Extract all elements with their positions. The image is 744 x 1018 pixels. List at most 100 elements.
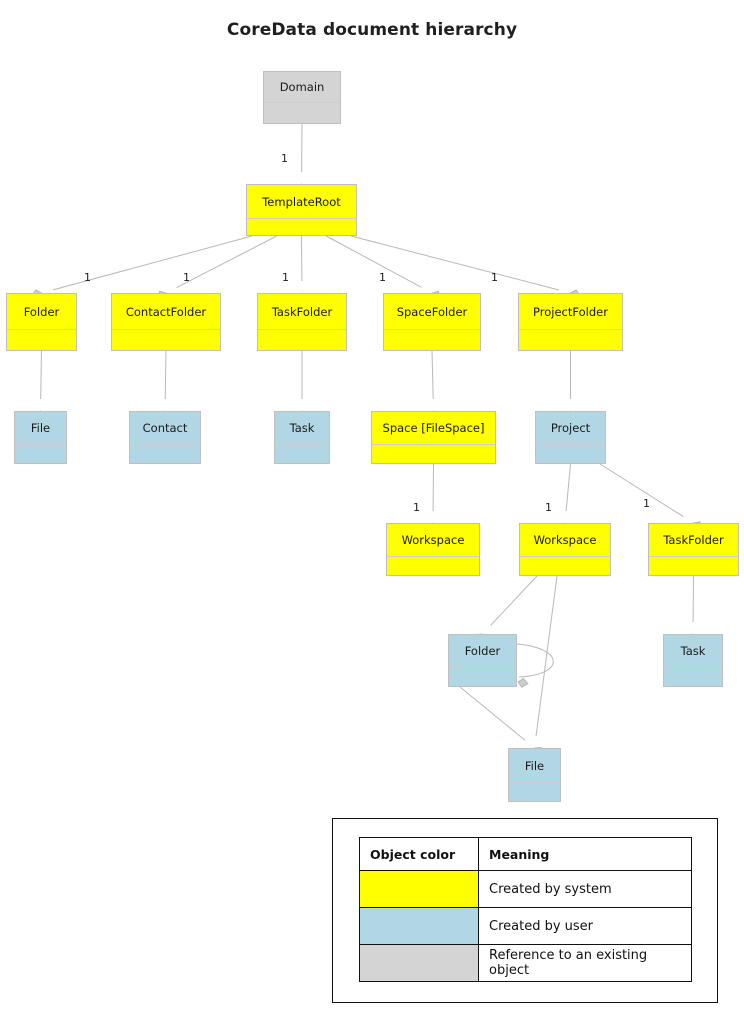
legend-row: Reference to an existing object bbox=[359, 944, 692, 982]
node-workspace2[interactable]: Workspace bbox=[519, 523, 611, 576]
node-folder1[interactable]: Folder bbox=[6, 293, 77, 351]
legend-row: Created by system bbox=[359, 870, 692, 908]
legend-header-color: Object color bbox=[359, 837, 479, 871]
node-space[interactable]: Space [FileSpace] bbox=[371, 411, 496, 464]
node-compartment-divider bbox=[258, 329, 346, 330]
edge-multiplicity-label: 1 bbox=[282, 271, 289, 284]
node-attribute-compartment bbox=[247, 219, 356, 235]
edge-folder1-to-file1 bbox=[40, 350, 42, 400]
edge-folder2-to-file2 bbox=[459, 686, 526, 741]
edge-multiplicity-label: 1 bbox=[491, 271, 498, 284]
edge-contactfolder-to-contact bbox=[164, 350, 167, 400]
node-label: Task bbox=[289, 421, 315, 435]
node-attribute-compartment bbox=[130, 445, 200, 463]
node-label: ContactFolder bbox=[125, 304, 207, 319]
node-attribute-compartment bbox=[112, 330, 220, 350]
node-compartment-divider bbox=[536, 444, 605, 445]
node-task2[interactable]: Task bbox=[663, 634, 723, 687]
node-attribute-compartment bbox=[509, 783, 560, 801]
edge-project-to-workspace2 bbox=[565, 463, 571, 512]
node-compartment-divider bbox=[387, 556, 479, 557]
node-compartment-divider bbox=[649, 556, 738, 557]
node-attribute-compartment bbox=[372, 445, 495, 463]
node-attribute-compartment bbox=[275, 445, 329, 463]
node-compartment-divider bbox=[112, 329, 220, 330]
node-compartment-divider bbox=[247, 218, 356, 219]
edge-multiplicity-label: 1 bbox=[643, 497, 650, 510]
node-attribute-compartment bbox=[664, 668, 722, 686]
node-attribute-compartment bbox=[519, 330, 622, 350]
edge-multiplicity-label: 1 bbox=[281, 152, 288, 165]
node-attribute-compartment bbox=[536, 445, 605, 463]
edge-project-to-taskfolder2 bbox=[599, 463, 684, 518]
node-taskfolder2[interactable]: TaskFolder bbox=[648, 523, 739, 576]
node-project[interactable]: Project bbox=[535, 411, 606, 464]
legend-color-swatch-user bbox=[359, 907, 479, 945]
node-label: File bbox=[30, 421, 51, 435]
page-title: CoreData document hierarchy bbox=[226, 20, 518, 40]
node-label: Contact bbox=[142, 421, 188, 435]
node-compartment-divider bbox=[7, 329, 76, 330]
node-label: Folder bbox=[464, 644, 501, 658]
node-compartment-divider bbox=[275, 444, 329, 445]
node-compartment-divider bbox=[15, 444, 66, 445]
node-folder2[interactable]: Folder bbox=[448, 634, 517, 687]
legend-header-meaning: Meaning bbox=[478, 837, 692, 871]
legend-color-swatch-system bbox=[359, 870, 479, 908]
node-label: ProjectFolder bbox=[533, 304, 608, 319]
node-workspace1[interactable]: Workspace bbox=[386, 523, 480, 576]
node-attribute-compartment bbox=[264, 103, 340, 123]
node-contact[interactable]: Contact bbox=[129, 411, 201, 464]
node-label: Workspace bbox=[533, 533, 597, 547]
legend-meaning-text: Created by system bbox=[478, 870, 692, 908]
node-compartment-divider bbox=[449, 667, 516, 668]
edge-folder2-to-folder2-diamond bbox=[517, 677, 529, 688]
node-label: File bbox=[524, 758, 545, 773]
node-label: SpaceFolder bbox=[396, 304, 468, 319]
node-compartment-divider bbox=[509, 782, 560, 783]
node-taskfolder1[interactable]: TaskFolder bbox=[257, 293, 347, 351]
node-label: TaskFolder bbox=[663, 533, 724, 547]
edge-multiplicity-label: 1 bbox=[379, 271, 386, 284]
edge-folder2-to-folder2 bbox=[516, 643, 554, 678]
edge-multiplicity-label: 1 bbox=[183, 271, 190, 284]
legend-row: Created by user bbox=[359, 907, 692, 945]
node-task1[interactable]: Task bbox=[274, 411, 330, 464]
node-attribute-compartment bbox=[387, 557, 479, 575]
node-templateroot[interactable]: TemplateRoot bbox=[246, 184, 357, 236]
node-file1[interactable]: File bbox=[14, 411, 67, 464]
node-domain[interactable]: Domain bbox=[263, 71, 341, 124]
node-attribute-compartment bbox=[649, 557, 738, 575]
node-compartment-divider bbox=[130, 444, 200, 445]
node-attribute-compartment bbox=[7, 330, 76, 350]
node-spacefolder[interactable]: SpaceFolder bbox=[383, 293, 481, 351]
legend-color-swatch-reference bbox=[359, 944, 479, 982]
node-attribute-compartment bbox=[15, 445, 66, 463]
legend-header-row: Object color Meaning bbox=[359, 837, 692, 871]
edge-templateroot-to-contactfolder bbox=[176, 235, 277, 288]
edge-multiplicity-label: 1 bbox=[84, 271, 91, 284]
edge-multiplicity-label: 1 bbox=[413, 501, 420, 514]
node-projectfolder[interactable]: ProjectFolder bbox=[518, 293, 623, 351]
node-file2[interactable]: File bbox=[508, 748, 561, 802]
node-compartment-divider bbox=[519, 329, 622, 330]
node-label: Workspace bbox=[401, 533, 465, 547]
edge-templateroot-to-spacefolder bbox=[326, 235, 422, 288]
node-compartment-divider bbox=[384, 329, 480, 330]
node-contactfolder[interactable]: ContactFolder bbox=[111, 293, 221, 351]
node-label: Project bbox=[550, 421, 591, 435]
node-label: Task bbox=[680, 644, 706, 658]
node-attribute-compartment bbox=[258, 330, 346, 350]
node-label: Domain bbox=[279, 80, 325, 94]
node-compartment-divider bbox=[372, 444, 495, 445]
legend-meaning-text: Reference to an existing object bbox=[478, 944, 692, 982]
node-compartment-divider bbox=[264, 102, 340, 103]
edge-templateroot-to-folder1 bbox=[52, 235, 253, 291]
legend-meaning-text: Created by user bbox=[478, 907, 692, 945]
node-attribute-compartment bbox=[449, 668, 516, 686]
node-compartment-divider bbox=[520, 556, 610, 557]
node-label: TemplateRoot bbox=[262, 194, 341, 209]
edge-multiplicity-label: 1 bbox=[545, 501, 552, 514]
